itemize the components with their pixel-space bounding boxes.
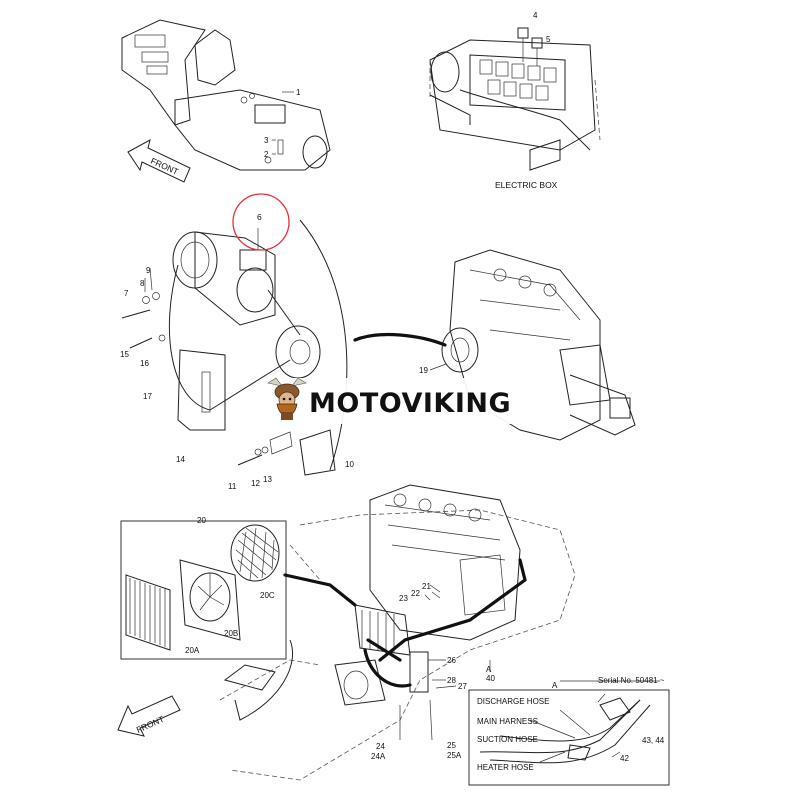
callout-label: 2 (264, 150, 269, 159)
front-arrow-bottom: FRONT (117, 695, 181, 737)
serial-number-label: Serial No. 50481 ~ (598, 676, 665, 685)
front-label: FRONT (135, 714, 166, 735)
callout-12: 12 (251, 479, 260, 488)
callout-14: 14 (176, 455, 185, 464)
callout-label: 40 (486, 674, 495, 683)
callout-23: 23 (399, 594, 408, 603)
callout-19: 19 (419, 366, 428, 375)
callout-26: 26 (447, 656, 456, 665)
callout-label: 20B (224, 629, 238, 638)
callout-label: 28 (447, 676, 456, 685)
callout-42: 42 (620, 754, 629, 763)
callout-1: 1 (296, 88, 301, 97)
callout-label: 17 (143, 392, 152, 401)
machine-frame (219, 484, 576, 781)
callout-label: 3 (264, 136, 269, 145)
callout-20a: 20A (185, 646, 200, 655)
electric-box (429, 27, 601, 171)
suction-hose-label: SUCTION HOSE (477, 735, 538, 744)
callout-25: 25 (447, 741, 456, 750)
callout-20b: 20B (224, 629, 238, 638)
callout-13: 13 (263, 475, 272, 484)
callout-10: 10 (345, 460, 354, 469)
callout-21: 21 (422, 582, 431, 591)
callout-20: 20 (197, 516, 206, 525)
compressor-assembly (121, 219, 348, 476)
callout-17: 17 (143, 392, 152, 401)
main-harness-label: MAIN HARNESS (477, 717, 538, 726)
callout-label: 15 (120, 350, 129, 359)
watermark-text: MOTOVIKING (309, 388, 511, 419)
engine (353, 249, 636, 441)
front-arrow-top: FRONT (127, 139, 191, 183)
callout-label: 13 (263, 475, 272, 484)
callout-label: 8 (140, 279, 145, 288)
callout-16: 16 (140, 359, 149, 368)
callout-label: 24A (371, 752, 386, 761)
callout-label: 5 (546, 35, 551, 44)
callout-4344: 43, 44 (642, 736, 665, 745)
heater-hose-label: HEATER HOSE (477, 763, 534, 772)
callout-label: 1 (296, 88, 301, 97)
callout-label: 20 (197, 516, 206, 525)
callout-6: 6 (257, 212, 262, 222)
callout-label: 25 (447, 741, 456, 750)
callout-15: 15 (120, 350, 129, 359)
detail-a-label: A (552, 681, 558, 690)
condenser-group-box (120, 520, 287, 660)
discharge-hose-label: DISCHARGE HOSE (477, 697, 549, 706)
callout-label: 25A (447, 751, 462, 760)
callout-3: 3 (264, 136, 269, 145)
callout-label: 26 (447, 656, 456, 665)
viking-mascot-icon (267, 377, 307, 420)
callout-label: 12 (251, 479, 260, 488)
callout-label: 14 (176, 455, 185, 464)
callout-label: 11 (228, 482, 237, 491)
front-label: FRONT (149, 156, 180, 177)
callout-label: 22 (411, 589, 420, 598)
callout-label: 9 (146, 266, 151, 275)
callout-20c: 20C (260, 591, 275, 600)
callout-40: 40 (486, 674, 495, 683)
callout-28: 28 (447, 676, 456, 685)
watermark: MOTOVIKING (266, 377, 534, 424)
callout-label: 21 (422, 582, 431, 591)
callout-label: 27 (458, 682, 467, 691)
callout-7: 7 (124, 289, 129, 298)
callout-27: 27 (458, 682, 467, 691)
callout-label: 6 (257, 212, 262, 222)
callout-24: 24 (376, 742, 385, 751)
callout-8: 8 (140, 279, 145, 288)
callout-25a: 25A (447, 751, 462, 760)
callout-24a: 24A (371, 752, 386, 761)
callout-2: 2 (264, 150, 269, 159)
callout-label: 19 (419, 366, 428, 375)
callout-label: 20C (260, 591, 275, 600)
control-console (121, 19, 331, 171)
callout-9: 9 (146, 266, 151, 275)
electric-box-label: ELECTRIC BOX (495, 180, 558, 190)
callout-label: 7 (124, 289, 129, 298)
callout-label: 20A (185, 646, 200, 655)
callout-11: 11 (228, 482, 237, 491)
callout-22: 22 (411, 589, 420, 598)
callout-label: 23 (399, 594, 408, 603)
callout-label: 16 (140, 359, 149, 368)
callout-label: 43, 44 (642, 736, 665, 745)
callout-5: 5 (546, 35, 551, 44)
detail-a-reference: A (486, 665, 492, 674)
callout-label: 42 (620, 754, 629, 763)
callout-label: 4 (533, 11, 538, 20)
highlight-circle (232, 193, 290, 251)
detail-a-box: A (468, 680, 670, 786)
callout-4: 4 (533, 11, 538, 20)
callout-label: 24 (376, 742, 385, 751)
callout-label: 10 (345, 460, 354, 469)
